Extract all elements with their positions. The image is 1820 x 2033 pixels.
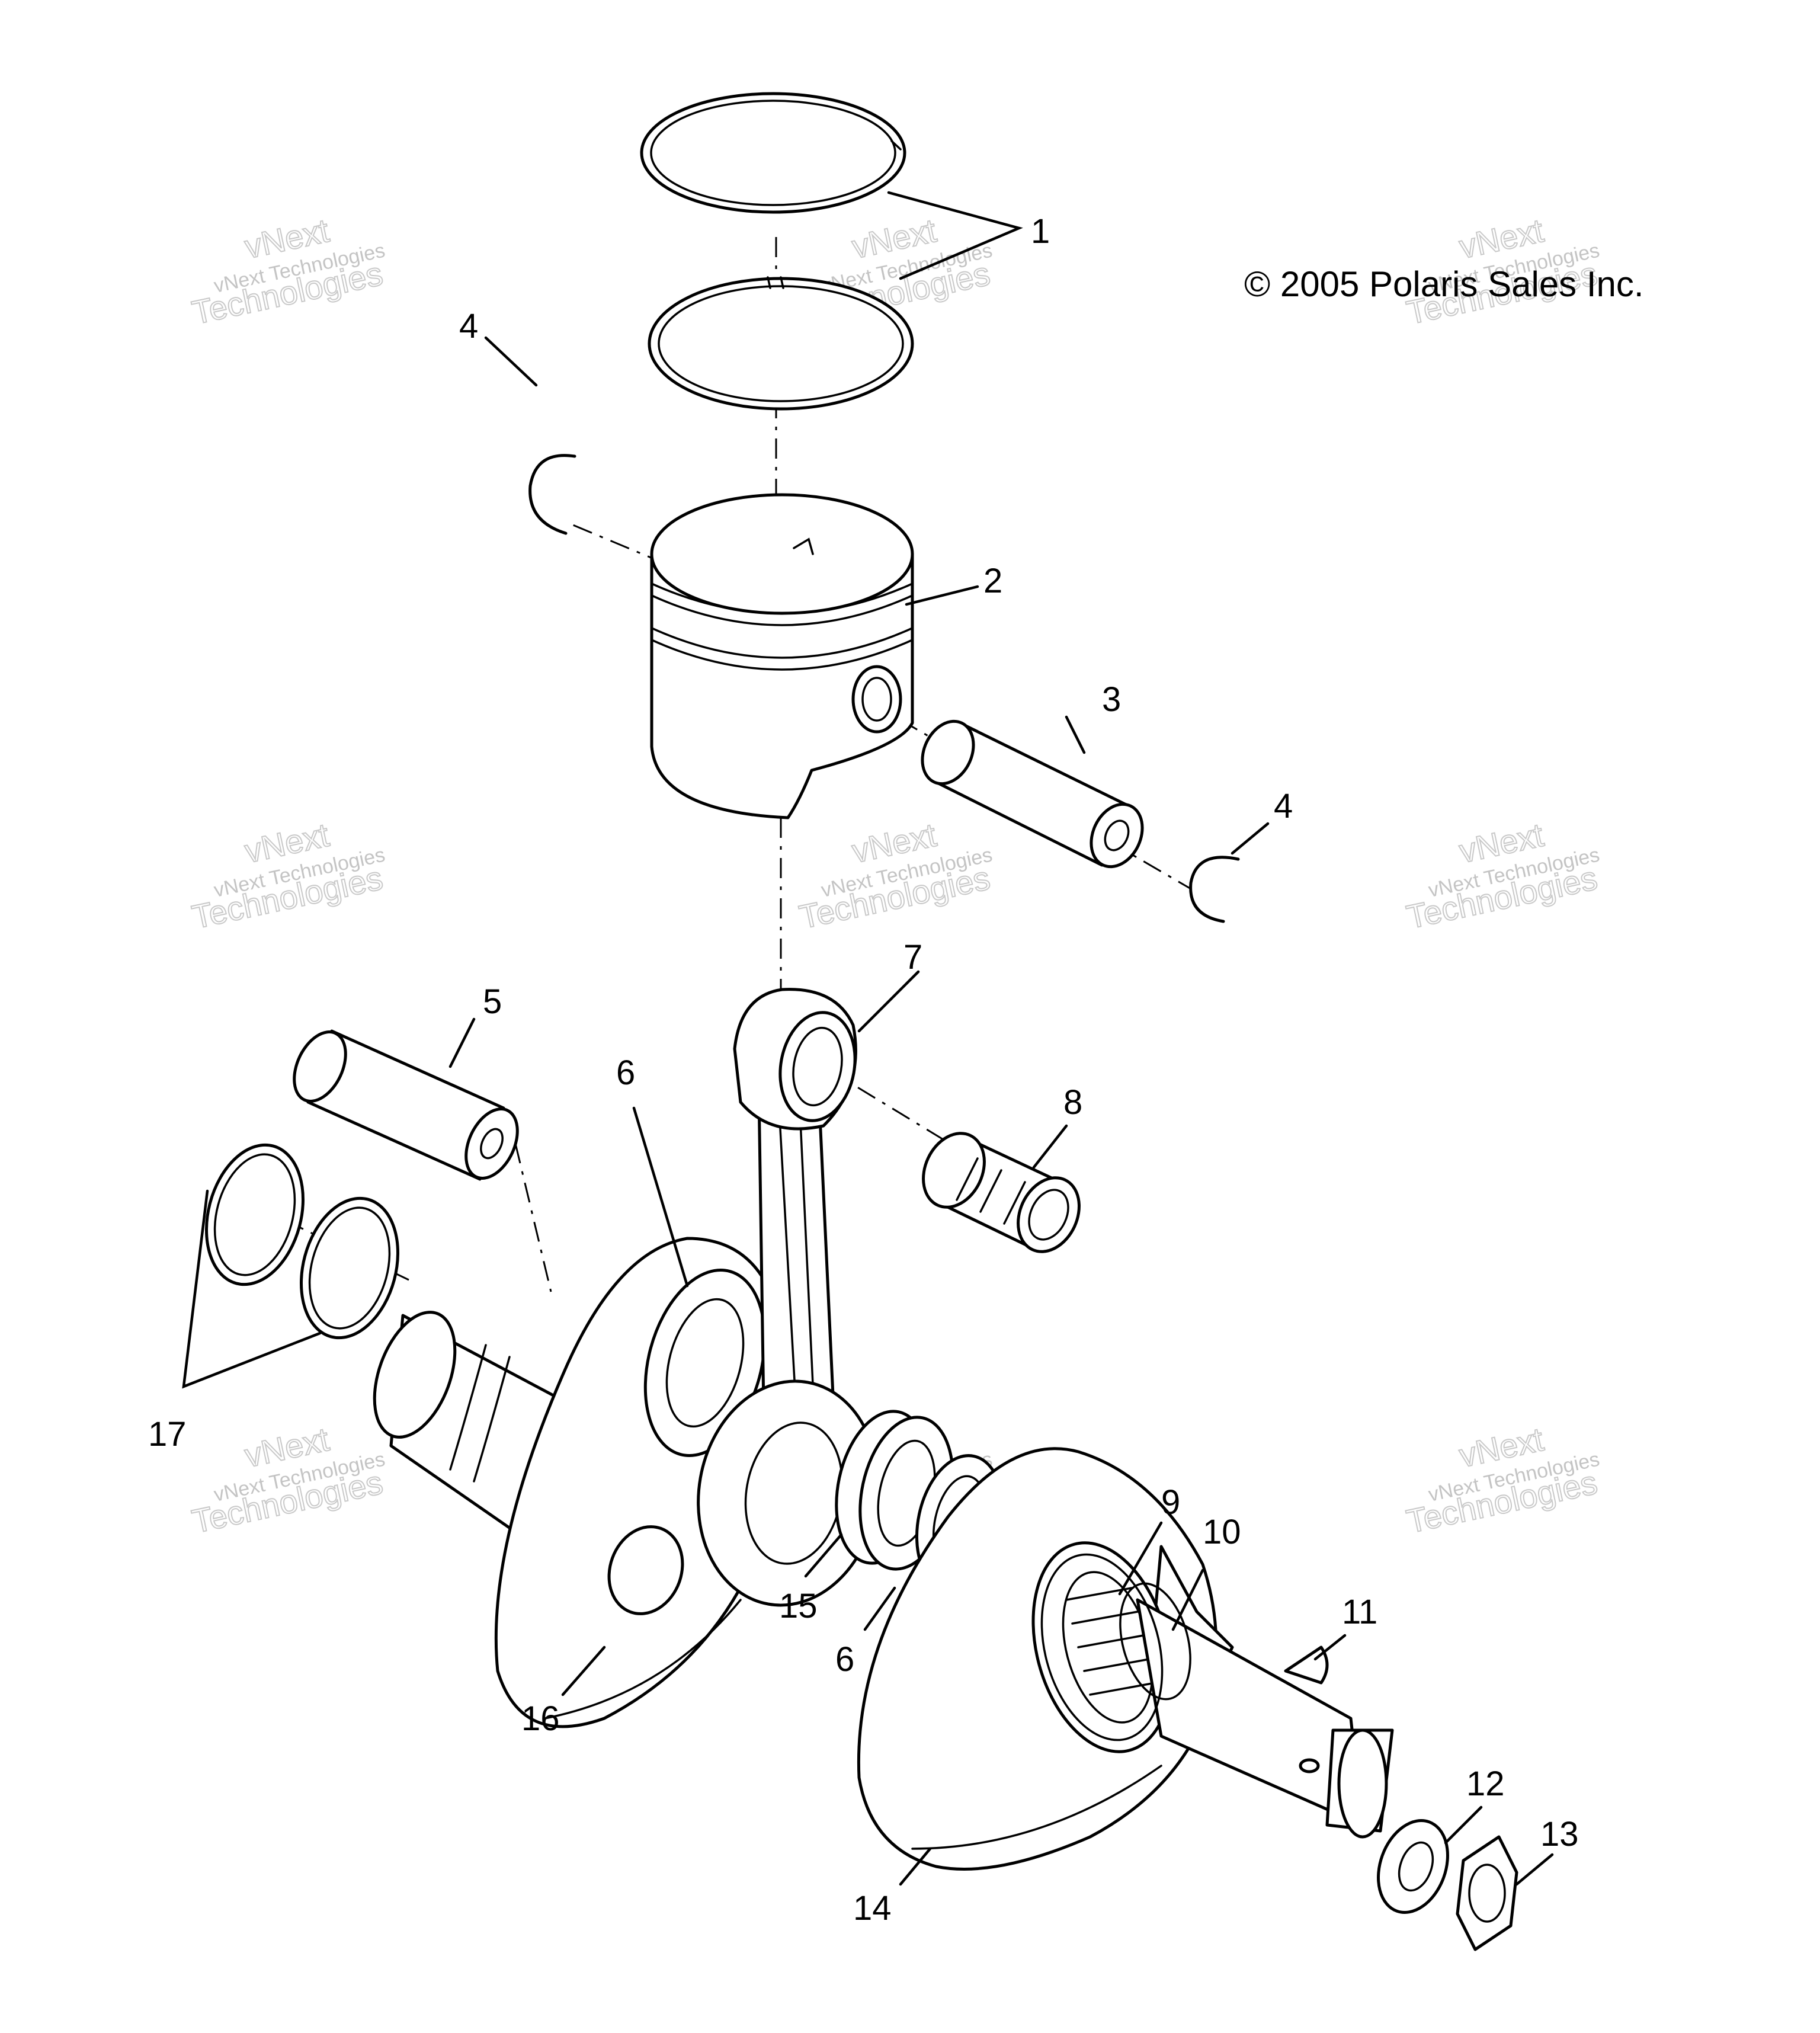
crankshaft-right-half <box>857 1447 1394 1871</box>
crank-pin <box>293 1029 519 1181</box>
callout-12: 12 <box>1466 1765 1505 1803</box>
circlip-right <box>1189 856 1240 923</box>
circlip-left <box>528 454 576 535</box>
oil-seal <box>1119 1582 1191 1701</box>
callout-11: 11 <box>1342 1593 1377 1631</box>
callout-10: 10 <box>1203 1513 1241 1551</box>
callout-8: 8 <box>1063 1083 1082 1122</box>
washer <box>1377 1819 1449 1914</box>
callout-6-lower: 6 <box>835 1640 854 1679</box>
callout-17: 17 <box>148 1415 187 1453</box>
callout-leader-lines <box>182 191 1554 1886</box>
callout-7: 7 <box>903 938 922 977</box>
woodruff-key <box>1284 1645 1329 1685</box>
callout-5: 5 <box>483 982 502 1021</box>
callout-3: 3 <box>1102 680 1121 719</box>
needle-bearing-small-end <box>922 1132 1081 1253</box>
copyright-notice: © 2005 Polaris Sales Inc. <box>1244 264 1644 304</box>
shim-inner <box>300 1196 399 1340</box>
shim-outer <box>205 1143 305 1286</box>
callout-16: 16 <box>521 1699 560 1738</box>
piston-ring-second <box>648 276 914 411</box>
callout-4-left: 4 <box>459 307 478 345</box>
callout-6-upper: 6 <box>616 1054 635 1092</box>
callout-9: 9 <box>1161 1483 1180 1522</box>
hex-nut <box>1456 1835 1518 1951</box>
callout-1: 1 <box>1031 212 1050 251</box>
piston-ring-top <box>640 92 906 214</box>
callout-14: 14 <box>853 1889 892 1928</box>
callout-2: 2 <box>983 562 1002 600</box>
callout-13: 13 <box>1540 1815 1579 1853</box>
main-bearing <box>1040 1553 1164 1741</box>
callout-15: 15 <box>779 1587 818 1625</box>
piston-pin <box>921 719 1144 869</box>
callout-labels: 1 2 3 4 4 5 6 7 8 9 10 11 12 13 14 15 6 … <box>148 212 1579 1928</box>
piston <box>650 493 914 819</box>
crankshaft-left-half <box>373 1237 790 1728</box>
callout-4-right: 4 <box>1274 787 1293 825</box>
